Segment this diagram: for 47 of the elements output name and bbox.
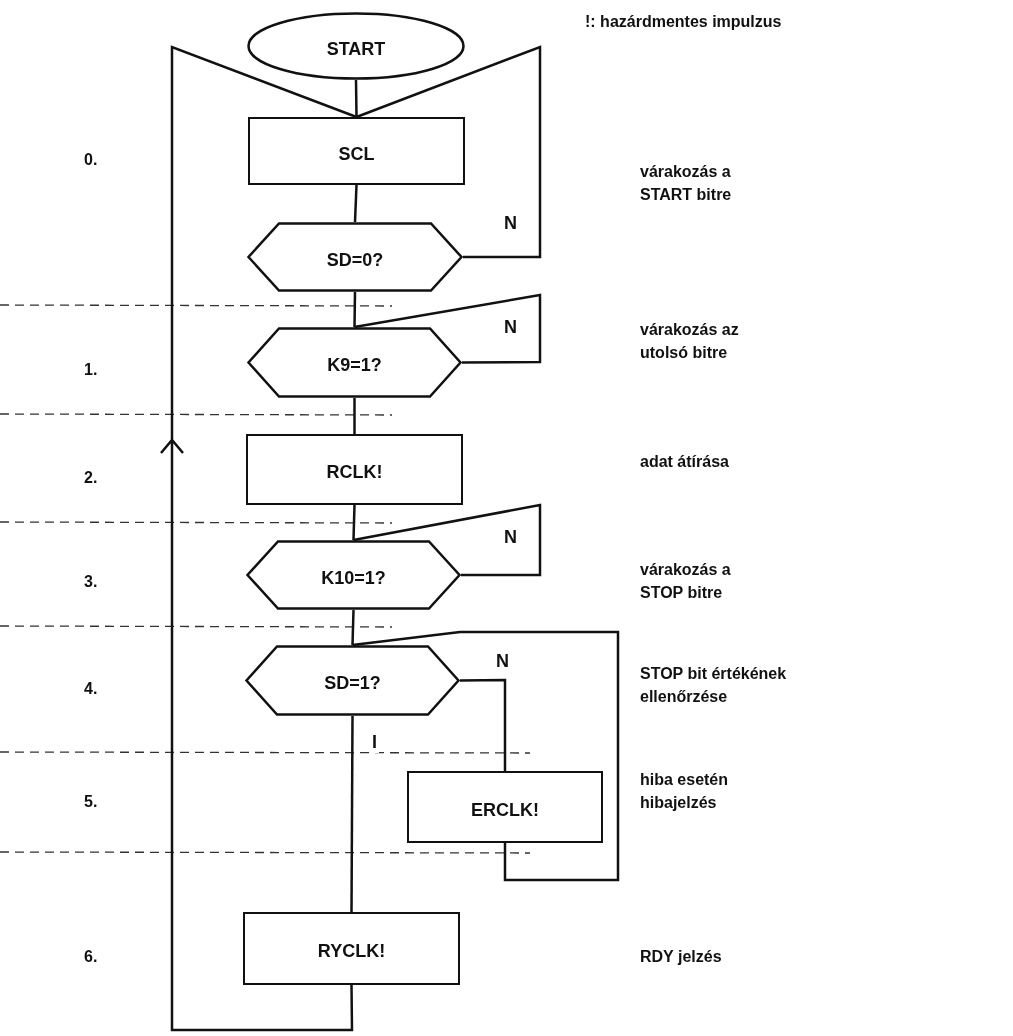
edge-label: I bbox=[370, 733, 379, 753]
flow-line bbox=[353, 503, 542, 577]
node-label: K9=1? bbox=[327, 355, 382, 376]
step-description: várakozás az utolsó bitre bbox=[640, 320, 740, 363]
step-description: várakozás a STOP bitre bbox=[640, 560, 732, 603]
step-number: 4. bbox=[84, 679, 99, 699]
flow-line bbox=[460, 678, 507, 771]
node-label: RYCLK! bbox=[317, 941, 386, 962]
flow-line bbox=[352, 630, 620, 882]
step-description: hiba esetén hibajelzés bbox=[640, 770, 730, 813]
process-box bbox=[248, 117, 465, 185]
start-terminal bbox=[247, 12, 465, 80]
flow-line bbox=[352, 504, 356, 541]
step-description: várakozás a START bitre bbox=[640, 162, 733, 205]
process-box bbox=[243, 912, 460, 985]
decision-hexagon bbox=[245, 645, 460, 716]
flow-line bbox=[350, 716, 354, 912]
node-label: SCL bbox=[338, 143, 375, 165]
node-label: K10=1? bbox=[321, 567, 386, 589]
flow-line bbox=[354, 293, 542, 364]
step-number: 2. bbox=[84, 468, 99, 488]
decision-hexagon bbox=[247, 222, 463, 292]
decision-hexagon bbox=[246, 540, 461, 610]
flow-line bbox=[353, 292, 357, 327]
step-number: 0. bbox=[84, 150, 99, 170]
node-label: SD=1? bbox=[324, 673, 381, 694]
flow-line bbox=[159, 45, 358, 1032]
process-box bbox=[246, 434, 463, 505]
step-number: 1. bbox=[84, 360, 99, 380]
flow-line bbox=[356, 45, 542, 259]
node-label: ERCLK! bbox=[471, 799, 539, 821]
step-description: STOP bit értékének ellenőrzése bbox=[640, 664, 788, 707]
step-number: 3. bbox=[84, 572, 99, 592]
node-label: SD=0? bbox=[326, 249, 384, 271]
decision-hexagon bbox=[247, 327, 462, 398]
flow-line bbox=[351, 609, 355, 646]
node-label: RCLK! bbox=[326, 462, 383, 483]
note-text: !: hazárdmentes impulzus bbox=[585, 12, 783, 32]
flow-line bbox=[353, 184, 358, 223]
step-description: RDY jelzés bbox=[640, 947, 723, 967]
process-box bbox=[407, 771, 603, 843]
flow-line bbox=[353, 398, 356, 434]
step-number: 6. bbox=[84, 947, 99, 967]
step-description: adat átírása bbox=[640, 452, 730, 472]
flow-line bbox=[354, 80, 358, 117]
node-label: START bbox=[326, 38, 386, 60]
step-number: 5. bbox=[84, 792, 99, 812]
